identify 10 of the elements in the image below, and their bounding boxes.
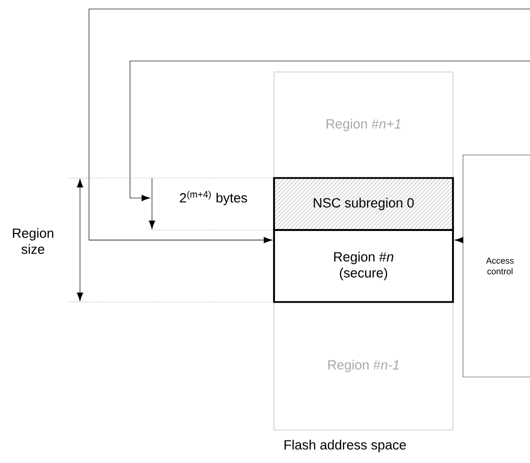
arrow (130, 60, 530, 202)
region-box: Region #n-1 (274, 302, 454, 430)
region-box: Region #n+1 (274, 72, 454, 178)
arrow (454, 236, 464, 244)
access-control-box: Access control (462, 154, 530, 378)
region-box: Region #n (secure) (273, 229, 454, 303)
side-label: Region size (12, 228, 54, 254)
size-label: 2$^{(m+4)}$ bytes (180, 190, 248, 206)
subregion-box: NSC subregion 0 (273, 177, 454, 231)
arrow (88, 8, 530, 244)
